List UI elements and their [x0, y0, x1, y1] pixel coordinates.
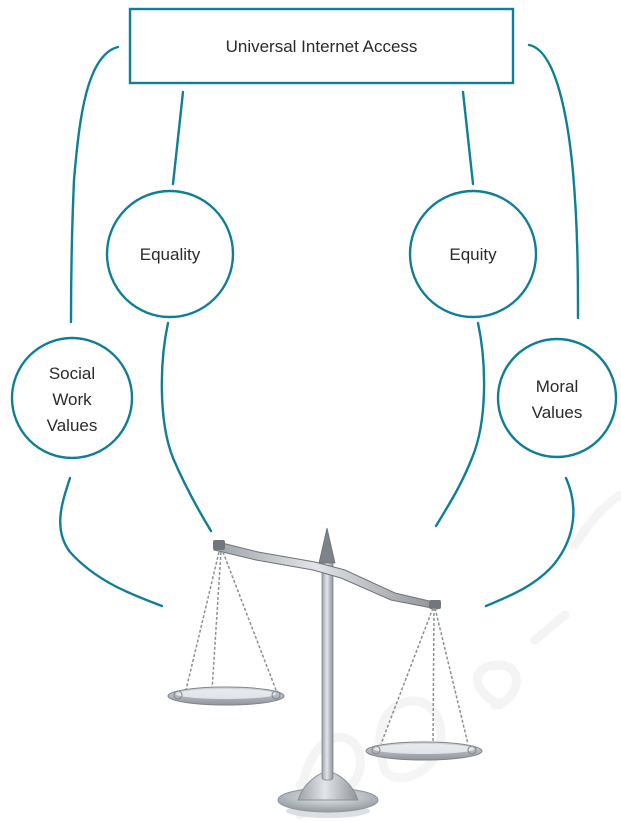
universal-internet-access-box: Universal Internet Access	[128, 7, 515, 85]
social-work-values-label-line-1: Social	[49, 364, 95, 383]
social-work-values-label-line-2: Work	[52, 390, 92, 409]
equality-node: Equality	[105, 189, 235, 319]
moral-values-label-line-2: Values	[532, 403, 583, 422]
connector-left-arc	[69, 45, 120, 324]
watermark	[295, 490, 621, 820]
social-work-values-label-line-3: Values	[47, 416, 98, 435]
connector-lines	[59, 43, 580, 608]
connector-social-to-scale	[59, 476, 164, 608]
connector-right-arc	[527, 43, 580, 320]
connector-box-to-equality	[171, 90, 185, 186]
connector-equity-to-scale	[434, 321, 486, 528]
connector-moral-to-scale	[484, 476, 575, 608]
equality-label: Equality	[140, 245, 201, 264]
balance-scale-icon	[167, 527, 483, 818]
connector-box-to-equity	[461, 90, 475, 186]
equity-node: Equity	[408, 189, 538, 319]
universal-internet-access-label: Universal Internet Access	[226, 37, 418, 56]
moral-values-label-line-1: Moral	[536, 377, 579, 396]
moral-values-node: Moral Values	[496, 337, 618, 459]
social-work-values-node: Social Work Values	[10, 336, 134, 460]
equity-label: Equity	[449, 245, 497, 264]
connector-equality-to-scale	[160, 321, 213, 533]
